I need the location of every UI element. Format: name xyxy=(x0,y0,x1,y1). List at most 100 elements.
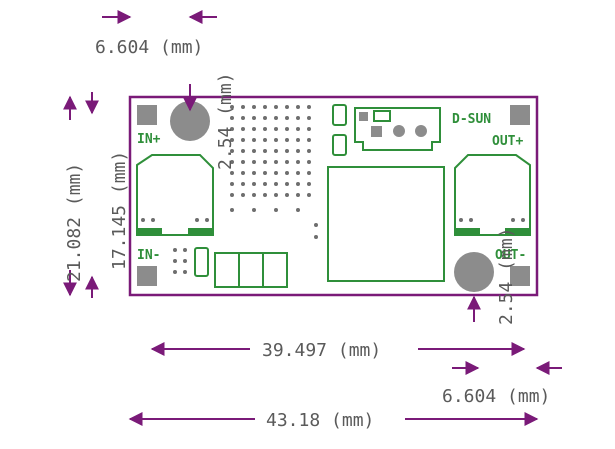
via-dot xyxy=(274,193,278,197)
via-dot xyxy=(307,127,311,131)
via-dot xyxy=(274,160,278,164)
dim-hole-offset-bottom: 6.604 (mm) xyxy=(442,361,562,407)
pad-out-plus xyxy=(510,105,530,125)
via-dot xyxy=(230,105,234,109)
dim-hole-dia-top: 2.54 (mm) xyxy=(183,72,236,170)
dim-hole-offset-top: 6.604 (mm) xyxy=(95,10,217,58)
via-dot xyxy=(230,208,234,212)
input-capacitor-outline xyxy=(136,154,214,236)
via-dot xyxy=(183,259,187,263)
via-dot xyxy=(285,193,289,197)
small-cap-bottom xyxy=(194,247,209,277)
via-dot xyxy=(252,171,256,175)
via-dot xyxy=(307,138,311,142)
via-dot xyxy=(241,138,245,142)
via-dot xyxy=(285,182,289,186)
via-dot xyxy=(241,116,245,120)
via-dot xyxy=(230,160,234,164)
via-dot xyxy=(173,259,177,263)
dim-text-hole-dia-bottom: 2.54 (mm) xyxy=(496,227,517,325)
via-dot xyxy=(241,193,245,197)
via-dot xyxy=(296,193,300,197)
via-dot xyxy=(230,138,234,142)
via-dot xyxy=(263,171,267,175)
dim-board-height: 21.082 (mm) xyxy=(63,95,85,297)
diode-outline xyxy=(214,252,288,288)
via-dot xyxy=(263,182,267,186)
via-dot xyxy=(296,116,300,120)
via-dot xyxy=(314,223,318,227)
via-dot xyxy=(296,127,300,131)
via-dot xyxy=(252,105,256,109)
via-dot xyxy=(173,270,177,274)
inductor-outline xyxy=(327,166,445,282)
via-dot xyxy=(230,182,234,186)
pad-in-plus xyxy=(137,105,157,125)
via-dot xyxy=(263,193,267,197)
mounting-hole-bottom xyxy=(454,252,494,292)
dim-text-inner-height: 17.145 (mm) xyxy=(109,151,130,270)
via-dot xyxy=(296,138,300,142)
via-dot xyxy=(263,138,267,142)
via-dot xyxy=(307,160,311,164)
dim-hole-spacing: 39.497 (mm) xyxy=(150,340,526,361)
via-dot xyxy=(274,105,278,109)
via-dot xyxy=(230,116,234,120)
via-dot xyxy=(252,127,256,131)
via-dot xyxy=(183,270,187,274)
via-dot xyxy=(252,182,256,186)
dim-text-hole-dia-top: 2.54 (mm) xyxy=(215,72,236,170)
via-dot xyxy=(285,138,289,142)
via-dot xyxy=(252,193,256,197)
dim-board-width: 43.18 (mm) xyxy=(128,410,539,431)
via-dot xyxy=(241,105,245,109)
label-out-minus: OUT- xyxy=(495,248,526,263)
via-dot xyxy=(241,171,245,175)
pcb-board: IN+ IN- D-SUN OUT+ OUT- xyxy=(128,95,539,297)
dim-hole-dia-bottom: 2.54 (mm) xyxy=(467,227,517,325)
via-dot xyxy=(274,149,278,153)
dim-text-hole-offset-top: 6.604 (mm) xyxy=(95,37,203,58)
small-cap-top-b xyxy=(332,134,347,156)
potentiometer xyxy=(354,107,441,151)
via-dot xyxy=(230,127,234,131)
via-dot xyxy=(285,116,289,120)
via-dot xyxy=(241,149,245,153)
via-dot xyxy=(252,138,256,142)
via-dot xyxy=(285,171,289,175)
via-dot xyxy=(314,235,318,239)
via-grid xyxy=(173,105,318,274)
label-brand: D-SUN xyxy=(452,112,491,127)
label-out-plus: OUT+ xyxy=(492,134,523,149)
label-in-minus: IN- xyxy=(137,248,160,263)
via-dot xyxy=(274,116,278,120)
via-dot xyxy=(274,208,278,212)
via-dot xyxy=(263,127,267,131)
via-dot xyxy=(296,171,300,175)
via-dot xyxy=(263,105,267,109)
dim-text-hole-spacing: 39.497 (mm) xyxy=(262,340,381,361)
via-dot xyxy=(241,127,245,131)
via-dot xyxy=(285,160,289,164)
via-dot xyxy=(241,182,245,186)
output-capacitor-outline xyxy=(454,154,531,236)
via-dot xyxy=(307,105,311,109)
small-cap-top-a xyxy=(332,104,347,126)
via-dot xyxy=(230,171,234,175)
via-dot xyxy=(274,171,278,175)
via-dot xyxy=(274,138,278,142)
via-dot xyxy=(296,208,300,212)
via-dot xyxy=(307,149,311,153)
via-dot xyxy=(263,116,267,120)
via-dot xyxy=(183,248,187,252)
pad-in-minus xyxy=(137,266,157,286)
dim-inner-height: 17.145 (mm) xyxy=(85,92,130,298)
via-dot xyxy=(252,160,256,164)
via-dot xyxy=(252,149,256,153)
via-dot xyxy=(173,248,177,252)
via-dot xyxy=(307,116,311,120)
via-dot xyxy=(307,193,311,197)
via-dot xyxy=(296,105,300,109)
pad-out-minus xyxy=(510,266,530,286)
